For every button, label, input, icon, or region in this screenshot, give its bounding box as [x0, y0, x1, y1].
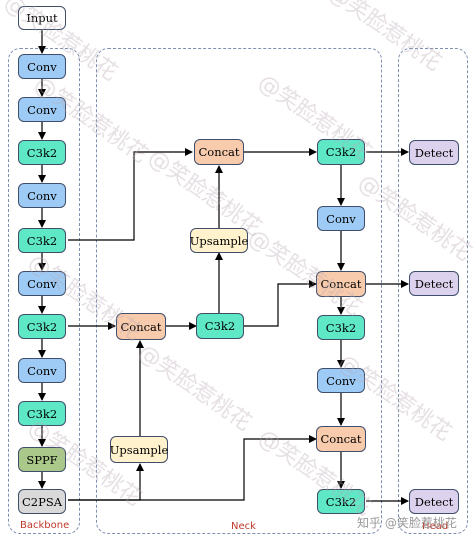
neck-upsample-bottom: Upsample	[110, 436, 168, 463]
neck-c3k2-top-right: C3k2	[317, 139, 365, 165]
neck-concat-top: Concat	[194, 139, 244, 165]
backbone-c3k2-4: C3k2	[18, 401, 66, 426]
backbone-c3k2-2: C3k2	[18, 228, 66, 253]
edge-b-c3k2-concat1	[68, 148, 193, 241]
sppf-node: SPPF	[18, 447, 66, 472]
backbone-conv-3: Conv	[18, 183, 66, 208]
neck-conv-1: Conv	[317, 206, 365, 231]
detect-3: Detect	[409, 489, 459, 514]
detect-1: Detect	[409, 140, 459, 165]
head-label: Head	[422, 521, 449, 532]
backbone-c3k2-1: C3k2	[18, 140, 66, 165]
edge-c2psa-concat5	[68, 435, 317, 501]
neck-concat-mid: Concat	[116, 313, 166, 340]
backbone-c3k2-3: C3k2	[18, 314, 66, 339]
neck-concat-right-2: Concat	[316, 426, 366, 452]
neck-c3k2-mid: C3k2	[196, 313, 244, 339]
backbone-conv-4: Conv	[18, 271, 66, 296]
edge-c2psa-upsample	[68, 463, 144, 501]
neck-label: Neck	[231, 521, 256, 532]
neck-panel	[96, 48, 382, 534]
neck-concat-right-1: Concat	[316, 271, 366, 297]
edge-c3k2-concat4	[243, 280, 317, 327]
backbone-conv-5: Conv	[18, 358, 66, 383]
neck-c3k2-right-1: C3k2	[317, 315, 365, 340]
credit-text: 知乎 @笑脸惹桃花	[357, 516, 457, 530]
c2psa-node: C2PSA	[18, 489, 66, 514]
head-panel	[398, 48, 468, 534]
neck-conv-2: Conv	[317, 368, 365, 393]
detect-2: Detect	[409, 271, 459, 296]
neck-upsample-top: Upsample	[190, 228, 248, 253]
backbone-conv-1: Conv	[18, 54, 66, 79]
backbone-conv-2: Conv	[18, 97, 66, 122]
neck-c3k2-right-2: C3k2	[317, 489, 365, 514]
input-node: Input	[18, 6, 66, 30]
backbone-label: Backbone	[20, 520, 70, 531]
